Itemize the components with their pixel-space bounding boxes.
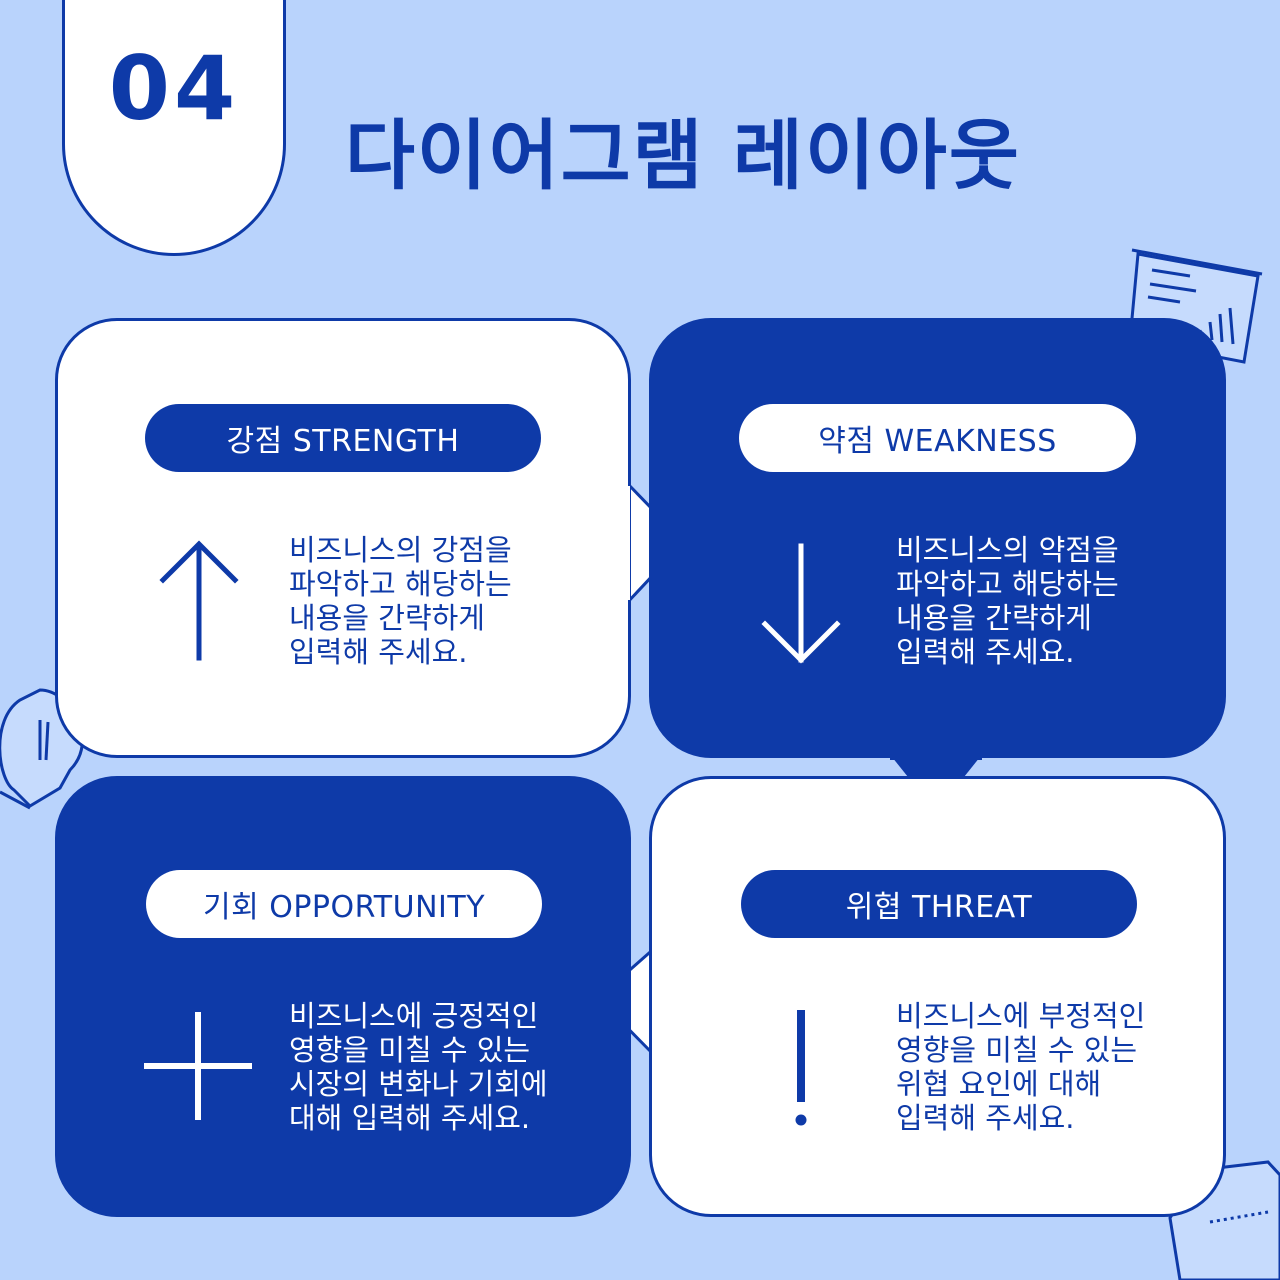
section-number-tab: 04 [62, 0, 286, 256]
text-line: 대해 입력해 주세요. [289, 1101, 531, 1135]
text-line: 입력해 주세요. [896, 635, 1075, 669]
plus-icon [144, 1012, 252, 1120]
strength-description: 비즈니스의 강점을 파악하고 해당하는 내용을 간략하게 입력해 주세요. [289, 533, 589, 669]
text-line: 입력해 주세요. [289, 635, 468, 669]
exclamation-icon [795, 1010, 807, 1126]
text-line: 내용을 간략하게 [289, 601, 485, 635]
opportunity-description: 비즈니스에 긍정적인 영향을 미칠 수 있는 시장의 변화나 기회에 대해 입력… [289, 999, 589, 1135]
arrow-down-icon [761, 543, 841, 664]
text-line: 파악하고 해당하는 [289, 567, 512, 601]
opportunity-label: 기회 OPPORTUNITY [146, 870, 542, 938]
arrow-up-icon [159, 540, 239, 661]
text-line: 비즈니스의 약점을 [896, 533, 1119, 567]
text-line: 비즈니스의 강점을 [289, 533, 512, 567]
weakness-card [649, 318, 1226, 758]
threat-label: 위협 THREAT [741, 870, 1137, 938]
weakness-label: 약점 WEAKNESS [739, 404, 1136, 472]
text-line: 위협 요인에 대해 [896, 1067, 1102, 1101]
opportunity-card [55, 776, 631, 1217]
text-line: 영향을 미칠 수 있는 [896, 1033, 1138, 1067]
strength-card [55, 318, 631, 758]
text-line: 시장의 변화나 기회에 [289, 1067, 548, 1101]
text-line: 비즈니스에 긍정적인 [289, 999, 539, 1033]
page-title: 다이어그램 레이아웃 [345, 111, 1021, 200]
weakness-description: 비즈니스의 약점을 파악하고 해당하는 내용을 간략하게 입력해 주세요. [896, 533, 1196, 669]
threat-card [649, 776, 1226, 1217]
threat-description: 비즈니스에 부정적인 영향을 미칠 수 있는 위협 요인에 대해 입력해 주세요… [896, 999, 1196, 1135]
text-line: 파악하고 해당하는 [896, 567, 1119, 601]
strength-label: 강점 STRENGTH [145, 404, 541, 472]
text-line: 입력해 주세요. [896, 1101, 1075, 1135]
text-line: 내용을 간략하게 [896, 601, 1092, 635]
section-number: 04 [108, 37, 240, 140]
text-line: 영향을 미칠 수 있는 [289, 1033, 531, 1067]
text-line: 비즈니스에 부정적인 [896, 999, 1146, 1033]
